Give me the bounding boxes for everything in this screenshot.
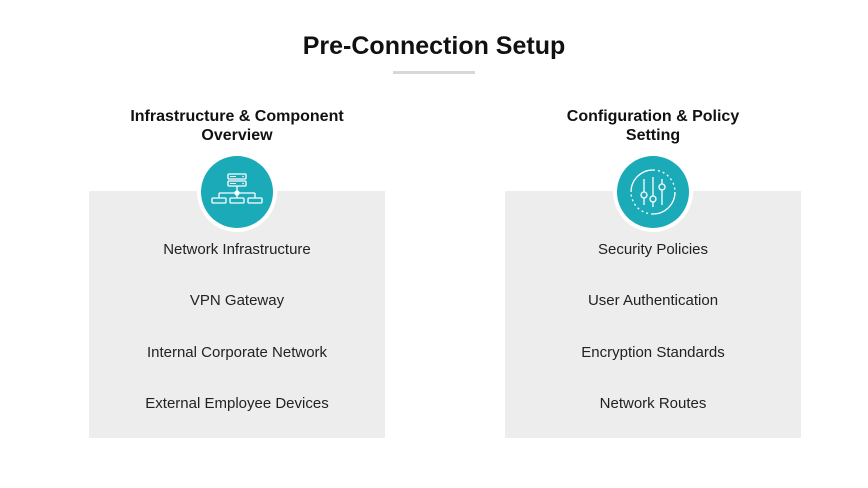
list-item: External Employee Devices <box>145 395 329 412</box>
infrastructure-panel <box>89 191 385 438</box>
configuration-panel <box>505 191 801 438</box>
list-item: VPN Gateway <box>189 292 285 309</box>
list-item: Internal Corporate Network <box>146 344 328 361</box>
column-heading-line: Configuration & Policy <box>566 108 740 125</box>
list-item: Network Routes <box>599 395 707 412</box>
server-network-icon <box>201 156 273 228</box>
column-heading-configuration: Configuration & Policy Setting <box>503 107 803 145</box>
list-item: User Authentication <box>587 292 719 309</box>
column-heading-infrastructure: Infrastructure & Component Overview <box>87 107 387 145</box>
list-item: Encryption Standards <box>581 344 725 361</box>
page-title: Pre-Connection Setup <box>302 32 566 60</box>
column-heading-line: Overview <box>201 127 273 144</box>
column-heading-line: Setting <box>625 127 681 144</box>
title-underline <box>393 71 475 74</box>
list-item: Network Infrastructure <box>163 241 311 258</box>
column-heading-line: Infrastructure & Component <box>130 108 344 125</box>
list-item: Security Policies <box>597 241 709 258</box>
sliders-settings-icon <box>617 156 689 228</box>
